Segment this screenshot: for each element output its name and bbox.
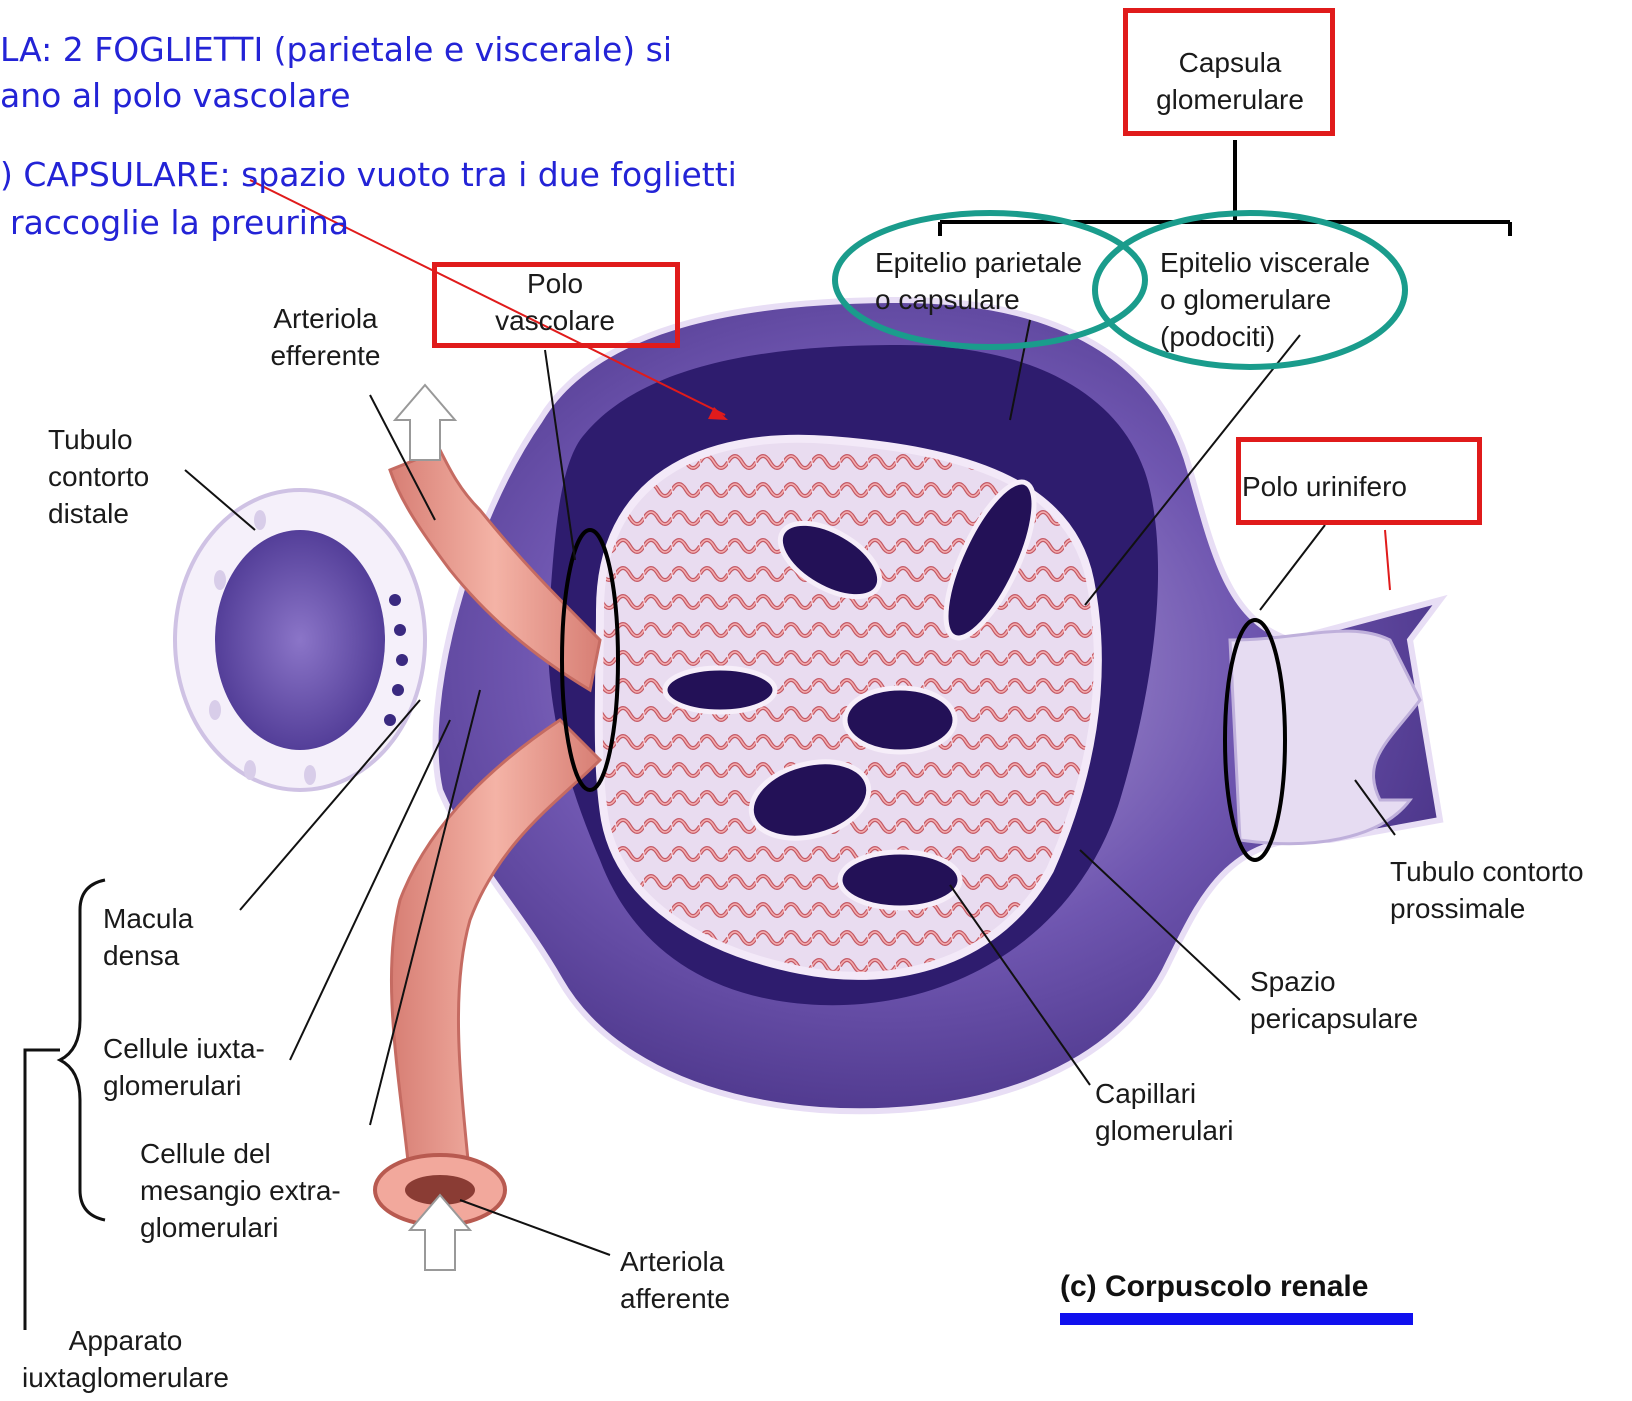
note-line-2: ano al polo vascolare — [0, 76, 351, 116]
label-cellule-iuxtaglomerulari: Cellule iuxta-glomerulari — [103, 1030, 265, 1104]
proximal-tubule — [1230, 631, 1420, 843]
note-line-1: LA: 2 FOGLIETTI (parietale e viscerale) … — [0, 30, 672, 70]
caption-underline — [1060, 1313, 1413, 1325]
note-line-4: raccoglie la preurina — [10, 203, 349, 243]
label-polo-urinifero: Polo urinifero — [1242, 468, 1407, 505]
figure-caption: (c) Corpuscolo renale — [1060, 1270, 1368, 1304]
note-line-3: ) CAPSULARE: spazio vuoto tra i due fogl… — [0, 155, 737, 195]
